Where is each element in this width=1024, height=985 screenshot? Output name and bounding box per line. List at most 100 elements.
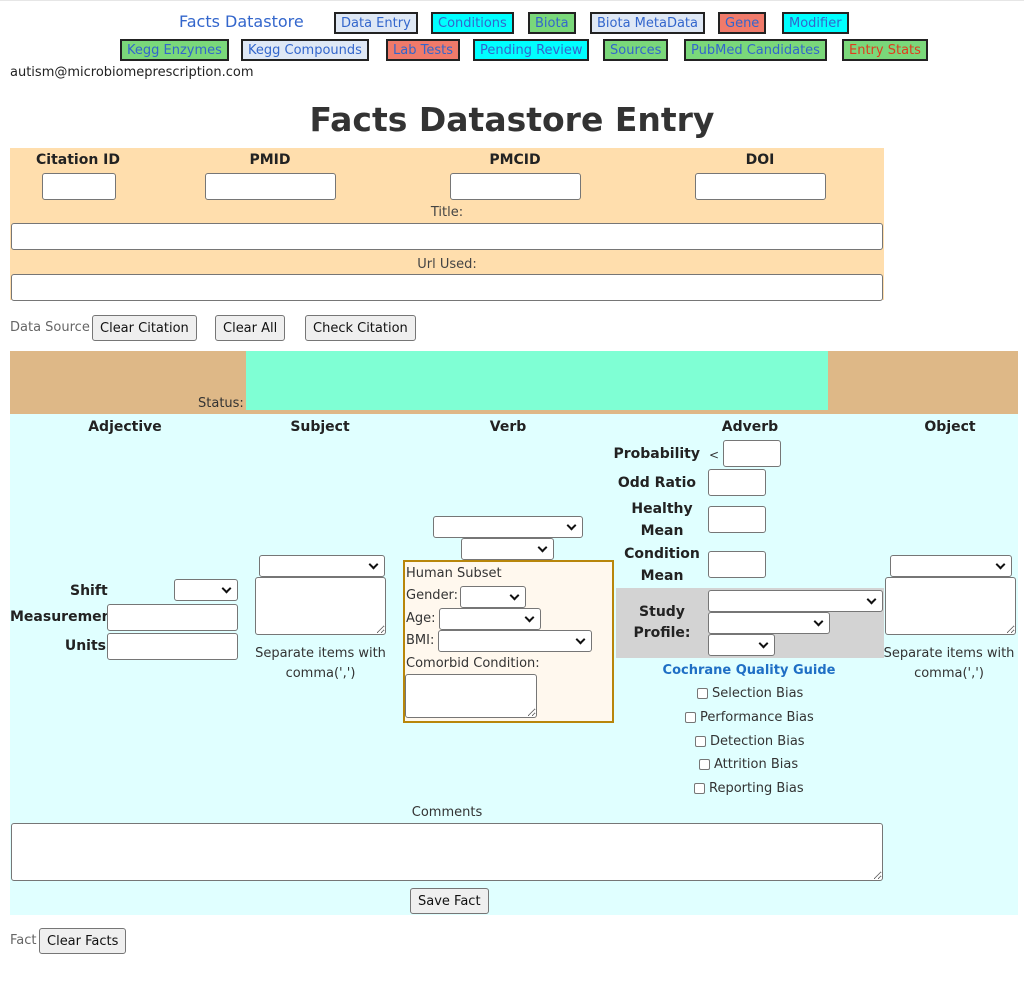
condition-mean-label-1: Condition (624, 546, 700, 562)
shift-label: Shift (70, 583, 108, 599)
nav-link-data-entry[interactable]: Data Entry (334, 12, 418, 34)
checkbox-box[interactable] (685, 712, 696, 723)
comorbid-label: Comorbid Condition: (406, 656, 540, 671)
comorbid-textarea[interactable] (405, 674, 537, 718)
verb-select[interactable] (433, 516, 583, 538)
human-subset-box: Human Subset Gender: Age: BMI: Comorbid … (403, 560, 614, 723)
study-profile-select-2[interactable] (708, 612, 830, 634)
user-email: autism@microbiomeprescription.com (10, 65, 254, 80)
object-note: Separate items with comma(',') (883, 646, 1015, 681)
detection-bias-checkbox[interactable]: Detection Bias (695, 734, 805, 749)
nav-link-entry-stats[interactable]: Entry Stats (842, 39, 928, 61)
nav-link-gene[interactable]: Gene (718, 12, 767, 34)
age-select[interactable] (439, 608, 541, 630)
checkbox-box[interactable] (695, 736, 706, 747)
age-label: Age: (406, 611, 436, 626)
subject-header: Subject (290, 419, 350, 435)
gender-label: Gender: (406, 588, 459, 603)
comments-label: Comments (411, 805, 483, 820)
selection-bias-checkbox[interactable]: Selection Bias (697, 686, 803, 701)
probability-less-than: < (709, 448, 720, 462)
pmcid-label: PMCID (489, 152, 541, 168)
citation-id-label: Citation ID (36, 152, 120, 168)
shift-select[interactable] (174, 579, 238, 601)
checkbox-box[interactable] (694, 783, 705, 794)
pmcid-input[interactable] (450, 173, 581, 200)
nav-link-sources[interactable]: Sources (603, 39, 669, 61)
study-profile-label-1: Study (639, 604, 685, 620)
nav-link-lab-tests[interactable]: Lab Tests (386, 39, 460, 61)
save-fact-button[interactable]: Save Fact (410, 888, 489, 914)
url-input[interactable] (11, 274, 883, 301)
odd-ratio-input[interactable] (708, 469, 766, 496)
attrition-bias-checkbox[interactable]: Attrition Bias (699, 757, 798, 772)
probability-input[interactable] (723, 440, 781, 467)
verb-modifier-select[interactable] (461, 538, 554, 560)
measurement-label: Measurement (10, 609, 119, 625)
object-textarea[interactable] (885, 577, 1016, 635)
attrition-bias-label: Attrition Bias (714, 757, 799, 772)
verb-header: Verb (489, 419, 527, 435)
status-label: Status: (198, 396, 244, 411)
comments-textarea[interactable] (11, 823, 883, 881)
citation-id-input[interactable] (42, 173, 116, 200)
cochrane-guide-title: Cochrane Quality Guide (662, 663, 836, 678)
study-profile-select-1[interactable] (708, 590, 883, 612)
units-input[interactable] (107, 633, 238, 660)
performance-bias-label: Performance Bias (700, 710, 814, 725)
clear-all-button[interactable]: Clear All (215, 315, 286, 341)
citation-panel: Citation ID PMID PMCID DOI Title: Url Us… (10, 148, 884, 301)
nav-home-link[interactable]: Facts Datastore (179, 12, 304, 31)
gender-select[interactable] (460, 586, 526, 608)
subject-note: Separate items with comma(',') (255, 646, 386, 681)
bmi-select[interactable] (438, 630, 592, 652)
units-label: Units (64, 638, 106, 654)
healthy-mean-label-2: Mean (640, 523, 684, 539)
healthy-mean-input[interactable] (708, 506, 766, 533)
measurement-input[interactable] (107, 604, 238, 631)
page-title: Facts Datastore Entry (309, 100, 715, 139)
clear-citation-button[interactable]: Clear Citation (92, 315, 197, 341)
status-band: Status: (10, 351, 1018, 414)
nav-link-kegg-enzymes[interactable]: Kegg Enzymes (120, 39, 229, 61)
data-source-label: Data Source (10, 320, 90, 335)
study-profile-select-3[interactable] (708, 634, 775, 656)
nav-link-modifier[interactable]: Modifier (782, 12, 849, 34)
nav-link-kegg-compounds[interactable]: Kegg Compounds (241, 39, 369, 61)
bmi-label: BMI: (406, 633, 435, 648)
pmid-input[interactable] (205, 173, 336, 200)
object-header: Object (924, 419, 976, 435)
nav-link-pending-review[interactable]: Pending Review (473, 39, 590, 61)
human-subset-title: Human Subset (406, 566, 502, 581)
checkbox-box[interactable] (697, 688, 708, 699)
status-indicator (246, 351, 828, 410)
condition-mean-input[interactable] (708, 551, 766, 578)
nav-link-pubmed-candidates[interactable]: PubMed Candidates (684, 39, 827, 61)
subject-textarea[interactable] (255, 577, 386, 635)
reporting-bias-checkbox[interactable]: Reporting Bias (694, 781, 804, 796)
fact-panel: Adjective Subject Verb Adverb Object Shi… (10, 414, 1018, 915)
top-divider (0, 0, 1024, 1)
object-select[interactable] (890, 555, 1012, 577)
adverb-header: Adverb (721, 419, 779, 435)
pmid-label: PMID (249, 152, 291, 168)
url-label: Url Used: (417, 257, 477, 272)
title-input[interactable] (11, 223, 883, 250)
study-profile-label-2: Profile: (633, 625, 691, 641)
probability-label: Probability (613, 446, 701, 462)
check-citation-button[interactable]: Check Citation (305, 315, 416, 341)
clear-facts-button[interactable]: Clear Facts (39, 928, 127, 954)
nav-link-biota-metadata[interactable]: Biota MetaData (590, 12, 705, 34)
nav-link-biota[interactable]: Biota (528, 12, 576, 34)
reporting-bias-label: Reporting Bias (709, 781, 804, 796)
doi-input[interactable] (695, 173, 826, 200)
nav-link-conditions[interactable]: Conditions (431, 12, 514, 34)
odd-ratio-label: Odd Ratio (617, 475, 696, 491)
study-profile-box: Study Profile: (616, 588, 884, 658)
detection-bias-label: Detection Bias (710, 734, 805, 749)
checkbox-box[interactable] (699, 759, 710, 770)
condition-mean-label-2: Mean (640, 568, 684, 584)
performance-bias-checkbox[interactable]: Performance Bias (685, 710, 814, 725)
selection-bias-label: Selection Bias (712, 686, 804, 701)
subject-select[interactable] (259, 555, 385, 577)
